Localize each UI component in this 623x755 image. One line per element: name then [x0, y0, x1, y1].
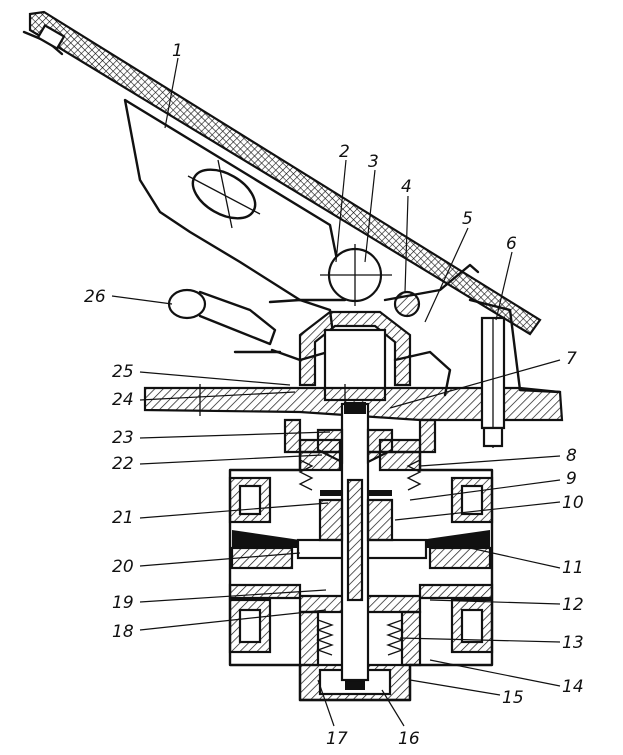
callout-7: 7	[566, 349, 577, 369]
bracket	[468, 298, 562, 448]
leader-lines	[111, 57, 561, 727]
callout-8: 8	[566, 446, 577, 466]
callout-20: 20	[112, 557, 134, 577]
callout-11: 11	[562, 558, 584, 578]
callout-13: 13	[562, 633, 584, 653]
callout-23: 23	[112, 428, 134, 448]
callout-1: 1	[172, 41, 183, 61]
callout-6: 6	[506, 234, 517, 254]
callout-5: 5	[462, 209, 473, 229]
central-stem	[316, 402, 394, 682]
roller-assembly	[320, 244, 480, 318]
callout-26: 26	[84, 287, 106, 307]
callout-16: 16	[398, 729, 420, 749]
pedal	[22, 10, 542, 336]
plunger-boot	[298, 310, 452, 402]
callout-19: 19	[112, 593, 134, 613]
callout-25: 25	[112, 362, 134, 382]
callout-14: 14	[562, 677, 584, 697]
callout-9: 9	[566, 469, 577, 489]
callout-17: 17	[326, 729, 348, 749]
callout-12: 12	[562, 595, 584, 615]
callout-3: 3	[368, 152, 379, 172]
callout-2: 2	[339, 142, 350, 162]
handle-lever	[167, 288, 337, 362]
callout-4: 4	[401, 177, 412, 197]
callout-24: 24	[112, 390, 134, 410]
callout-labels: 1 2 3 4 5 6 7 8 9 10 11 12 13 14 15 16 1…	[84, 41, 584, 749]
callout-21: 21	[112, 508, 134, 528]
callout-10: 10	[562, 493, 584, 513]
callout-22: 22	[112, 454, 134, 474]
callout-18: 18	[112, 622, 134, 642]
valve-body	[228, 418, 494, 702]
callout-15: 15	[502, 688, 524, 708]
